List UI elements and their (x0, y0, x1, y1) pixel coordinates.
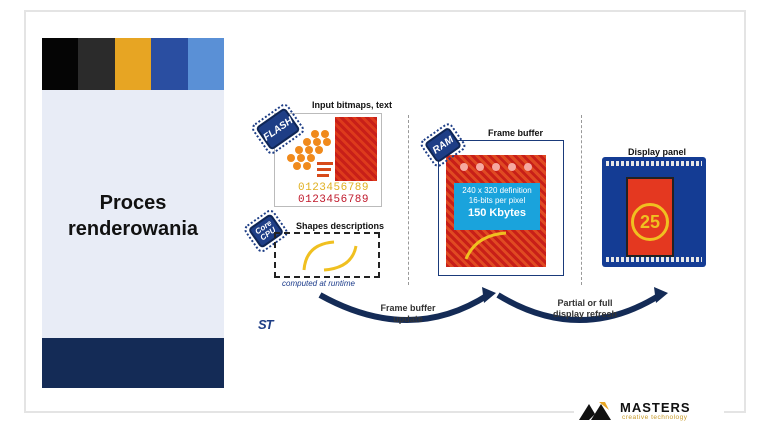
fb-definition: 240 x 320 definition (462, 186, 532, 195)
frame-buffer-info: 240 x 320 definition 16-bits per pixel 1… (454, 183, 540, 230)
arrow2-line2: display refresh (552, 309, 618, 319)
fb-screen-art (460, 163, 532, 260)
cpu-chip-line1: Core (253, 218, 274, 237)
arrow1-line2: update (393, 314, 423, 324)
lcd-counter: 25 (631, 203, 669, 241)
shape-arcs (302, 240, 358, 272)
swatch-dark-gray (78, 38, 115, 90)
bitmap-icons (287, 130, 333, 177)
swatch-black (42, 38, 79, 90)
swatch-gold (114, 38, 152, 90)
divider-2 (581, 115, 582, 285)
computed-runtime-label: computed at runtime (282, 279, 355, 288)
swatch-blue (151, 38, 188, 90)
bitmap-texture (335, 117, 377, 181)
divider-1 (408, 115, 409, 285)
brand-tagline: creative technology (622, 414, 688, 421)
shapes-box (274, 232, 380, 278)
title-panel-footer (42, 338, 224, 388)
color-swatches (42, 38, 225, 90)
flash-chip-label: FLASH (261, 114, 295, 144)
arrow1-line1: Frame buffer (380, 303, 436, 313)
ram-chip-label: RAM (430, 133, 456, 157)
fb-size: 150 Kbytes (467, 207, 527, 219)
st-logo-text: ST (258, 317, 274, 332)
display-panel-label: Display panel (628, 147, 687, 157)
board-pins-bottom (606, 257, 702, 262)
arrow2-line1: Partial or full (557, 298, 613, 308)
brand-name: MASTERS (620, 400, 691, 415)
swatch-light-blue (187, 38, 225, 90)
title-panel: Proces renderowania (42, 90, 224, 338)
digits-red: 0123456789 (298, 194, 370, 206)
board-pins-top (606, 161, 702, 166)
input-bitmaps-label: Input bitmaps, text (312, 100, 393, 110)
arrow-label-update: Frame buffer update (368, 303, 448, 325)
slide-title-line1: Proces (99, 192, 167, 214)
fb-bits: 16-bits per pixel (468, 196, 526, 205)
st-logo-icon: ST (258, 317, 274, 332)
frame-buffer-label: Frame buffer (488, 128, 544, 138)
slide-title-line2: renderowania (67, 218, 199, 240)
masters-logo-icon (579, 402, 611, 420)
shapes-label: Shapes descriptions (296, 221, 385, 231)
slide-title: Proces renderowania (42, 190, 224, 242)
rendering-diagram: 0123456789 0123456789 FLASH Input bitmap… (247, 95, 720, 335)
arrow-label-refresh: Partial or full display refresh (540, 298, 630, 320)
digits-yellow: 0123456789 (298, 182, 370, 194)
